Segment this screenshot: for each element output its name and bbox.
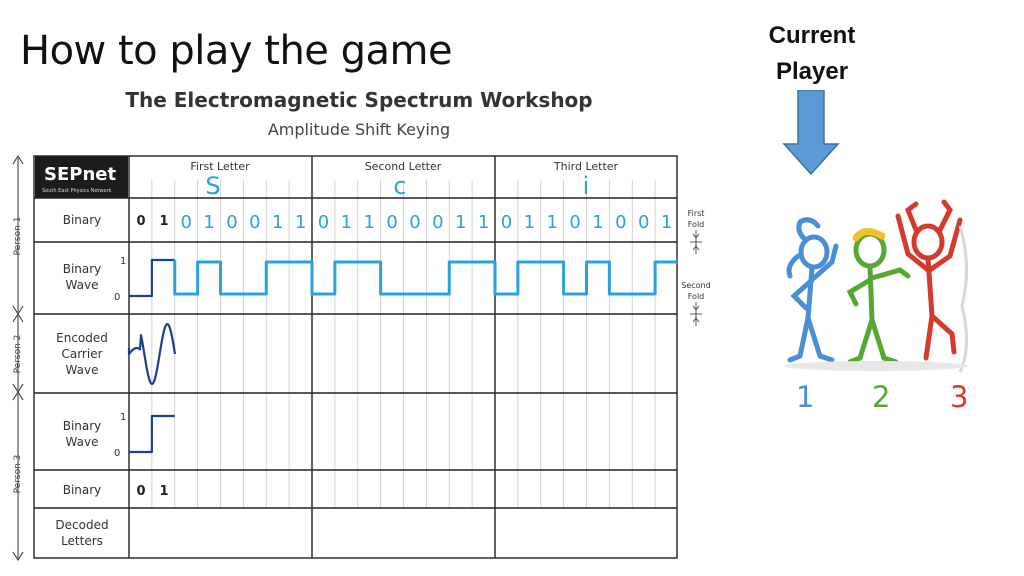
row-label-binary-p3: Binary bbox=[63, 483, 102, 497]
first-letter-header: First Letter bbox=[190, 160, 250, 173]
handwritten-bit: 1 bbox=[272, 212, 283, 233]
person-2-label: Person 2 bbox=[13, 335, 23, 374]
binary-wave-handwritten-p1 bbox=[173, 260, 678, 296]
handwritten-bit: 0 bbox=[638, 212, 649, 233]
handwritten-bit: 1 bbox=[478, 212, 489, 233]
sepnet-logo-subtext: South East Physics Network bbox=[42, 188, 112, 194]
handwritten-bit: 0 bbox=[249, 212, 260, 233]
level-high-p1: 1 bbox=[120, 256, 126, 267]
third-letter-value: i bbox=[583, 172, 590, 200]
row-label-binary-wave-p3-b: Wave bbox=[66, 435, 99, 449]
second-letter-value: c bbox=[393, 172, 406, 200]
ask-worksheet-grid: Person 1 Person 2 Person 3 SEPnet South … bbox=[12, 155, 711, 561]
current-player-label: Current Player bbox=[744, 18, 880, 90]
bit-p3-1: 1 bbox=[159, 484, 168, 499]
faded-figure-outline bbox=[958, 225, 969, 373]
player-3-figure bbox=[895, 199, 963, 361]
handwritten-bit: 0 bbox=[318, 212, 329, 233]
handwritten-bit: 1 bbox=[592, 212, 603, 233]
handwritten-bit: 0 bbox=[386, 212, 397, 233]
handwritten-bit: 1 bbox=[661, 212, 672, 233]
player-number-1: 1 bbox=[796, 380, 815, 414]
handwritten-bit: 1 bbox=[455, 212, 466, 233]
bit-p3-0: 0 bbox=[136, 484, 145, 499]
handwritten-bit: 0 bbox=[226, 212, 237, 233]
handwritten-bit: 0 bbox=[615, 212, 626, 233]
bit-p1-1: 1 bbox=[159, 214, 168, 229]
row-label-encoded-b: Carrier bbox=[61, 347, 102, 361]
row-label-binary-wave-p3-a: Binary bbox=[63, 419, 102, 433]
second-fold-label-b: Fold bbox=[688, 292, 705, 301]
first-fold-label-a: First bbox=[688, 209, 705, 218]
heavy-gridlines bbox=[33, 155, 678, 559]
handwritten-bit: 0 bbox=[409, 212, 420, 233]
stick-figures-illustration bbox=[784, 199, 969, 373]
player-number-3: 3 bbox=[950, 380, 969, 414]
second-fold-label-a: Second bbox=[681, 281, 710, 290]
third-letter-header: Third Letter bbox=[553, 160, 619, 173]
handwritten-bit: 0 bbox=[180, 212, 191, 233]
slide-title: How to play the game bbox=[20, 28, 453, 74]
row-label-decoded-b: Letters bbox=[61, 534, 103, 548]
handwritten-bit: 1 bbox=[341, 212, 352, 233]
handwritten-bit: 1 bbox=[363, 212, 374, 233]
row-label-binary-wave-p1-a: Binary bbox=[63, 262, 102, 276]
row-label-decoded-a: Decoded bbox=[55, 518, 108, 532]
sepnet-logo bbox=[35, 156, 128, 198]
worksheet-title: The Electromagnetic Spectrum Workshop bbox=[125, 88, 593, 112]
handwritten-bit: 0 bbox=[501, 212, 512, 233]
handwritten-bit: 1 bbox=[295, 212, 306, 233]
level-high-p3: 1 bbox=[120, 412, 126, 423]
level-low-p1: 0 bbox=[114, 292, 120, 303]
player-1-figure bbox=[786, 217, 839, 363]
current-player-line1: Current bbox=[768, 22, 856, 49]
handwritten-bit: 1 bbox=[203, 212, 214, 233]
binary-wave-p3 bbox=[129, 414, 175, 454]
binary-wave-printed-p1 bbox=[129, 258, 175, 298]
first-letter-value: S bbox=[205, 172, 220, 200]
down-arrow-icon bbox=[782, 90, 840, 176]
first-fold-label-b: Fold bbox=[688, 220, 705, 229]
handwritten-bit: 0 bbox=[569, 212, 580, 233]
person-3-label: Person 3 bbox=[13, 455, 23, 494]
row-label-binary-p1: Binary bbox=[63, 213, 102, 227]
encoded-carrier-wave bbox=[127, 323, 177, 386]
worksheet-subtitle: Amplitude Shift Keying bbox=[267, 120, 451, 139]
person-brackets bbox=[12, 155, 24, 561]
player-number-2: 2 bbox=[872, 380, 891, 414]
second-fold-icon bbox=[690, 302, 702, 326]
person-1-label: Person 1 bbox=[13, 217, 23, 256]
row-label-binary-wave-p1-b: Wave bbox=[66, 278, 99, 292]
first-fold-icon bbox=[690, 230, 702, 254]
row-label-encoded-a: Encoded bbox=[56, 331, 108, 345]
second-letter-header: Second Letter bbox=[365, 160, 442, 173]
handwritten-bit: 1 bbox=[524, 212, 535, 233]
handwritten-bit: 0 bbox=[432, 212, 443, 233]
bit-p1-0: 0 bbox=[136, 214, 145, 229]
row-label-encoded-c: Wave bbox=[66, 363, 99, 377]
current-player-line2: Player bbox=[775, 58, 849, 85]
handwritten-bit: 1 bbox=[546, 212, 557, 233]
level-low-p3: 0 bbox=[114, 448, 120, 459]
sepnet-logo-text: SEPnet bbox=[44, 164, 116, 185]
player-2-figure bbox=[846, 228, 911, 365]
